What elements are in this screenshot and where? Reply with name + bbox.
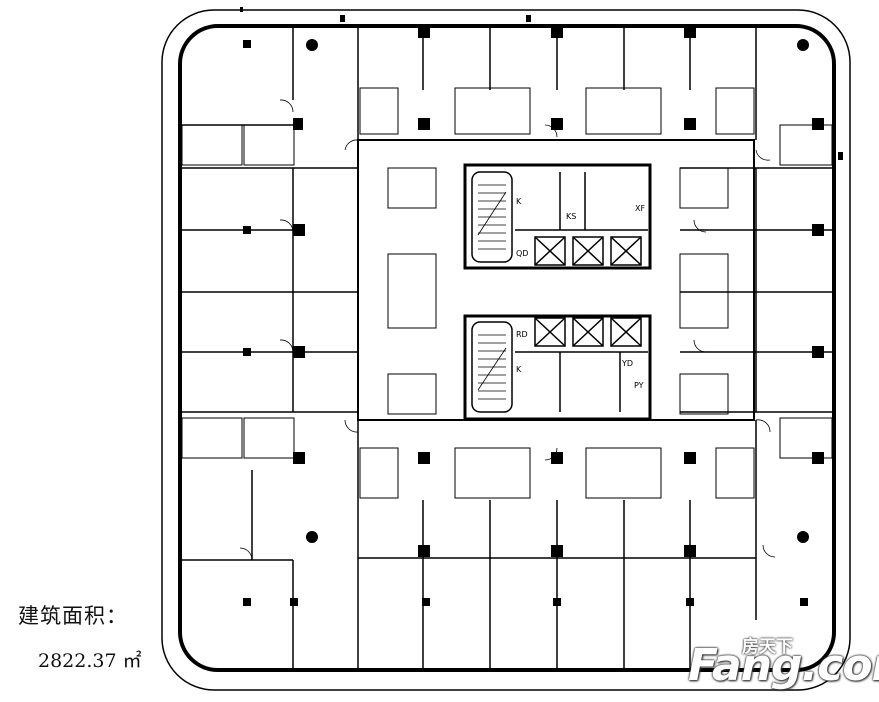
yd-tag: YD (621, 359, 633, 368)
building-outline-outer (161, 9, 851, 691)
right-partitions (680, 167, 832, 413)
fire-tag: XF (635, 204, 645, 213)
left-partitions (182, 124, 358, 413)
watermark-chinese: 房天下 (742, 637, 793, 657)
area-label: 建筑面积： (18, 604, 128, 628)
elevators-top (534, 236, 642, 266)
k-tag-1: K (516, 197, 522, 206)
stair-top (471, 171, 513, 263)
structural-columns (243, 26, 824, 606)
stair-bottom (471, 321, 513, 413)
watermark-english: Fang.com (688, 640, 879, 691)
k-tag-2: K (516, 365, 522, 374)
boundary-ticks (240, 7, 843, 160)
corridor-ring (357, 139, 755, 421)
building-outline-inner (178, 24, 836, 672)
qd-tag: QD (516, 249, 528, 258)
top-partitions (292, 28, 757, 140)
py-tag: PY (634, 381, 644, 390)
drain-tag: RD (516, 330, 528, 339)
area-value: 2822.37 ㎡ (38, 650, 142, 672)
door-swings (239, 99, 776, 561)
bottom-partitions (182, 420, 757, 668)
elevators-bottom (534, 317, 642, 347)
central-core (463, 163, 652, 421)
kitchen-tag: KS (566, 212, 576, 221)
bathroom-modules (181, 87, 833, 499)
round-columns (306, 39, 809, 543)
